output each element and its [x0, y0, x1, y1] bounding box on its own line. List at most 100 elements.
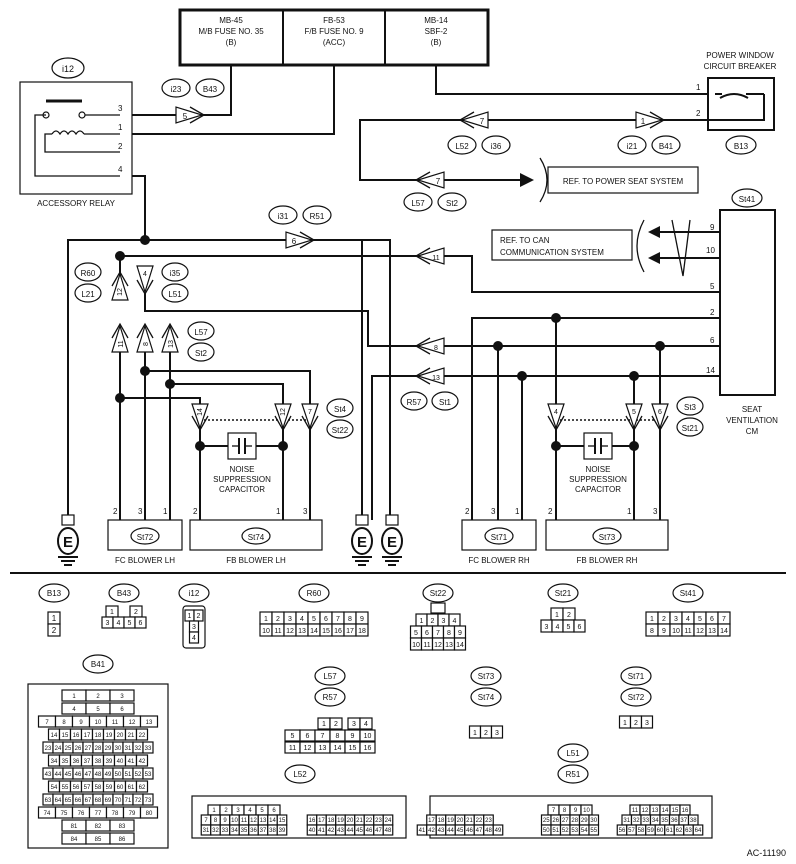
svg-text:i12: i12: [62, 64, 74, 74]
svg-text:8: 8: [143, 342, 150, 346]
pin-number: 46: [466, 828, 473, 834]
pin-number: 9: [574, 808, 578, 814]
st22-tag: [422, 583, 454, 603]
svg-text:4: 4: [118, 165, 123, 174]
pin-number: 5: [698, 616, 702, 623]
pin-number: 71: [125, 798, 132, 804]
svg-text:(B): (B): [431, 38, 442, 47]
b43-tag-label: B43: [117, 589, 132, 598]
pin-number: 3: [192, 624, 196, 631]
fuse-mb14: MB-14 SBF-2 (B): [424, 16, 448, 47]
svg-text:6: 6: [710, 336, 715, 345]
svg-text:10: 10: [706, 246, 715, 255]
pin-number: 12: [286, 628, 294, 635]
b41-tag-label: B41: [91, 660, 106, 669]
pin-number: 62: [676, 828, 683, 834]
svg-text:2: 2: [113, 507, 118, 516]
r51-tag: [557, 764, 589, 784]
pin-number: 6: [139, 620, 143, 627]
pin-number: 4: [300, 616, 304, 623]
svg-text:B41: B41: [659, 142, 674, 151]
svg-text:i35: i35: [170, 269, 181, 278]
svg-text:VENTILATION: VENTILATION: [726, 416, 778, 425]
pin-number: 59: [647, 828, 654, 834]
pin-number: 18: [328, 818, 335, 824]
pin-number: 15: [322, 628, 330, 635]
pin-number: 12: [304, 745, 312, 752]
svg-text:E: E: [387, 534, 397, 551]
svg-text:REF. TO POWER SEAT SYSTEM: REF. TO POWER SEAT SYSTEM: [563, 177, 684, 186]
svg-text:(B): (B): [226, 38, 237, 47]
pin-number: 6: [578, 624, 582, 631]
pin-number: 45: [65, 772, 72, 778]
pin-number: 5: [567, 624, 571, 631]
svg-text:FB BLOWER RH: FB BLOWER RH: [577, 556, 638, 565]
conn-7a: 7 L52 i36: [447, 111, 511, 155]
svg-text:3: 3: [138, 507, 143, 516]
conn-1: 1 i21 B41: [617, 111, 681, 155]
pin-number: 30: [590, 818, 597, 824]
svg-text:St1: St1: [439, 398, 452, 407]
pin-number: 15: [672, 808, 679, 814]
pin-number: 2: [276, 616, 280, 623]
pin-number: 15: [279, 818, 286, 824]
pin-number: 60: [657, 828, 664, 834]
pin-number: 36: [671, 818, 678, 824]
svg-text:12: 12: [280, 408, 287, 416]
pin-number: 39: [279, 828, 286, 834]
pin-cell: [359, 717, 373, 730]
r60-tag-label: R60: [307, 589, 322, 598]
svg-text:St72: St72: [137, 533, 154, 542]
pin-number: 12: [642, 808, 649, 814]
pin-cell: [492, 824, 504, 836]
pin-number: 12: [129, 720, 136, 726]
pin-number: 58: [638, 828, 645, 834]
pin-number: 42: [139, 759, 146, 765]
pin-number: 45: [457, 828, 464, 834]
pin-number: 44: [347, 828, 354, 834]
pin-number: 3: [288, 616, 292, 623]
pin-number: 36: [250, 828, 257, 834]
svg-text:2: 2: [548, 507, 553, 516]
pin-number: 85: [95, 837, 102, 843]
pin-cell: [359, 741, 376, 754]
pin-number: 2: [484, 730, 488, 737]
svg-text:F/B FUSE NO. 9: F/B FUSE NO. 9: [304, 27, 364, 36]
pin-number: 6: [425, 630, 429, 637]
svg-text:B13: B13: [734, 142, 749, 151]
svg-text:R60: R60: [81, 269, 96, 278]
pin-number: 50: [115, 772, 122, 778]
svg-text:St2: St2: [195, 349, 208, 358]
st41-tag-label: St41: [680, 589, 697, 598]
pin-number: 4: [453, 618, 457, 625]
i12-tag-label: i12: [189, 589, 200, 598]
st74-tag-label: St74: [478, 693, 495, 702]
svg-text:7: 7: [480, 117, 485, 126]
svg-text:CAPACITOR: CAPACITOR: [575, 485, 621, 494]
pin-number: 25: [65, 746, 72, 752]
ground-icon-mid2: E: [381, 514, 403, 566]
pin-number: 51: [125, 772, 132, 778]
pin-number: 24: [55, 746, 62, 752]
svg-text:SEAT: SEAT: [742, 405, 762, 414]
pin-number: 3: [106, 620, 110, 627]
svg-text:FB BLOWER LH: FB BLOWER LH: [226, 556, 286, 565]
pin-number: 53: [145, 772, 152, 778]
pin-number: 84: [71, 837, 78, 843]
pin-cell: [490, 725, 504, 739]
pin-cell: [453, 637, 467, 651]
pin-number: 48: [485, 828, 492, 834]
pin-cell: [355, 623, 369, 637]
wires: [67, 65, 736, 520]
